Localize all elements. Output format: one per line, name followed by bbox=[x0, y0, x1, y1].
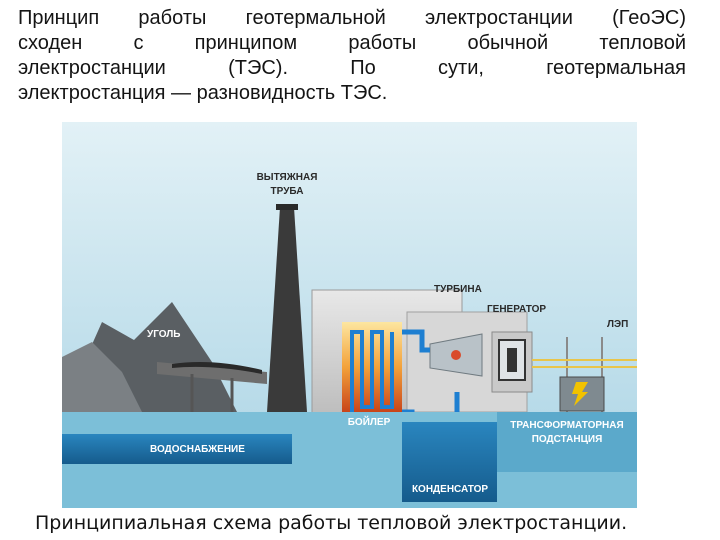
label-generator: ГЕНЕРАТОР bbox=[487, 304, 546, 315]
coal-conveyor bbox=[157, 362, 267, 384]
label-coal: УГОЛЬ bbox=[147, 329, 181, 340]
steam-pipe bbox=[402, 329, 430, 353]
label-chimney-2: ТРУБА bbox=[271, 186, 304, 197]
label-transformer: ТРАНСФОРМАТОРНАЯ bbox=[510, 420, 623, 431]
chimney bbox=[267, 207, 307, 412]
intro-line: сходен с принципом работы обычной теплов… bbox=[18, 32, 686, 54]
transformer-substation-band bbox=[497, 412, 637, 472]
label-condenser: КОНДЕНСАТОР bbox=[412, 484, 488, 495]
intro-line: электростанции (ТЭС). По сути, геотермал… bbox=[18, 57, 686, 79]
intro-line: Принцип работы геотермальной электростан… bbox=[18, 7, 686, 29]
label-water-supply: ВОДОСНАБЖЕНИЕ bbox=[150, 444, 245, 455]
diagram-caption: Принципиальная схема работы тепловой эле… bbox=[35, 512, 628, 534]
generator-core bbox=[507, 348, 517, 372]
intro-line: электростанция — разновидность ТЭС. bbox=[18, 82, 388, 104]
label-power-line: ЛЭП bbox=[607, 319, 628, 330]
condenser-tank bbox=[402, 422, 497, 502]
label-chimney: ВЫТЯЖНАЯ bbox=[257, 172, 318, 183]
coal-pile-back bbox=[62, 342, 142, 412]
high-voltage-icon bbox=[572, 382, 588, 406]
label-transformer-2: ПОДСТАНЦИЯ bbox=[532, 434, 603, 445]
intro-paragraph: Принцип работы геотермальной электростан… bbox=[18, 6, 686, 106]
label-boiler: БОЙЛЕР bbox=[348, 415, 391, 428]
label-turbine: ТУРБИНА bbox=[434, 284, 482, 295]
chimney-top bbox=[276, 204, 298, 210]
water-supply-channel bbox=[62, 434, 292, 464]
power-plant-diagram: ВЫТЯЖНАЯ ТРУБА ТУРБИНА ГЕНЕРАТОР УГОЛЬ Л… bbox=[62, 122, 637, 508]
generator bbox=[498, 339, 526, 381]
boiler-tubes bbox=[350, 330, 394, 417]
turbine-shaft bbox=[451, 350, 461, 360]
coal-on-belt bbox=[172, 362, 262, 374]
